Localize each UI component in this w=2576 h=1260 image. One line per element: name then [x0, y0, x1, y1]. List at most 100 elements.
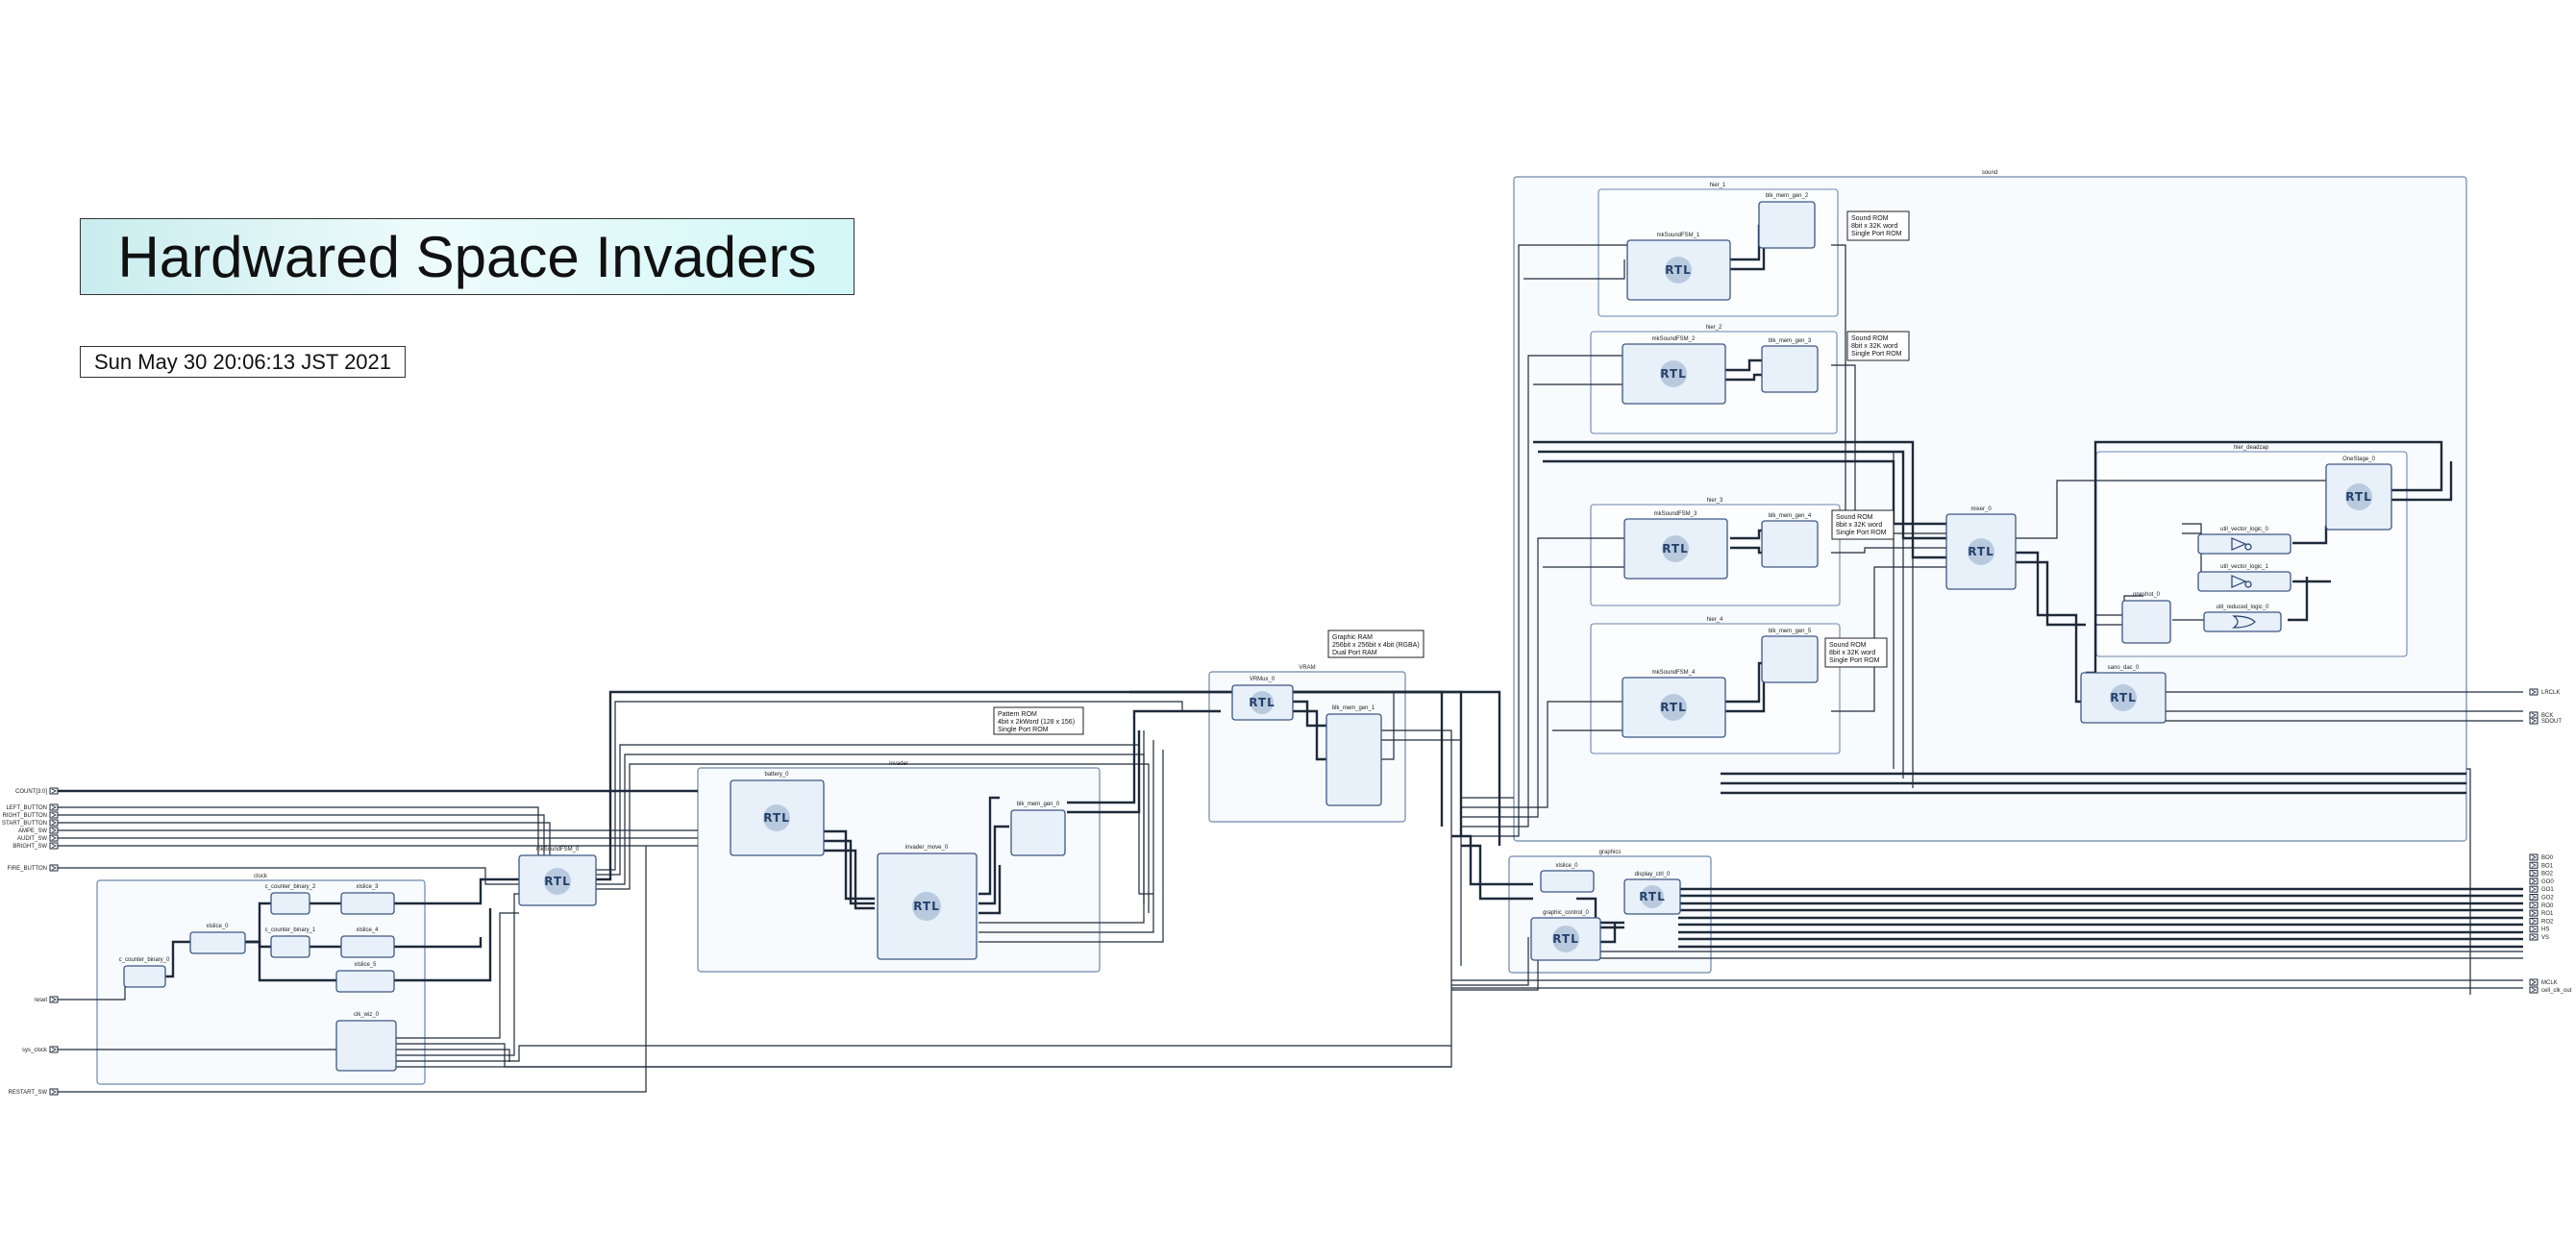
port-go0[interactable]: GO0 [2529, 877, 2554, 885]
port-label: GO0 [2541, 879, 2554, 885]
svg-text:8bit x 32K word: 8bit x 32K word [1829, 650, 1875, 656]
block-xlslice-4[interactable] [340, 935, 395, 958]
port-mclk[interactable]: MCLK [2529, 978, 2558, 986]
port-go2[interactable]: GO2 [2529, 894, 2554, 902]
port-vs[interactable]: VS [2529, 933, 2549, 941]
port-start-button[interactable]: START_BUTTON [2, 819, 59, 827]
block-battery-0-label: battery_0 [764, 772, 789, 778]
block-mksoundfsm-3-label: mkSoundFSM_3 [1654, 511, 1697, 517]
block-clk-wiz-0[interactable] [335, 1020, 397, 1072]
block-blk-mem-gen-0[interactable] [1010, 809, 1066, 856]
block-blk-mem-gen-5[interactable] [1761, 635, 1819, 683]
block-blk-mem-gen-3[interactable] [1761, 345, 1819, 393]
block-c-counter-binary-2-label: c_counter_binary_2 [265, 884, 316, 890]
port-reset[interactable]: reset [35, 996, 59, 1003]
port-label: AUDIT_SW [17, 836, 47, 842]
block-oneshot-0-label: oneshot_0 [2133, 592, 2161, 598]
port-ampe-sw[interactable]: AMPE_SW [18, 827, 59, 834]
svg-text:RTL: RTL [913, 900, 940, 913]
block-c-counter-binary-1[interactable] [270, 935, 310, 958]
port-label: BRIGHT_SW [12, 844, 47, 850]
port-label: cell_clk_out [2541, 988, 2572, 994]
block-invader-move-0-label: invader_move_0 [905, 845, 949, 851]
not-gate-icon-0 [2231, 537, 2252, 551]
port-bo0[interactable]: BO0 [2529, 853, 2554, 861]
port-label: RO2 [2541, 919, 2554, 925]
svg-text:RTL: RTL [1552, 932, 1579, 946]
svg-text:RTL: RTL [1665, 263, 1692, 277]
port-cell-clk-out[interactable]: cell_clk_out [2529, 986, 2572, 994]
block-clk-wiz-0-label: clk_wiz_0 [354, 1012, 380, 1018]
svg-text:Single Port ROM: Single Port ROM [998, 727, 1049, 733]
rtl-badge: RTL [763, 804, 790, 831]
or-gate-icon [2232, 615, 2256, 629]
block-xlslice-g[interactable] [1540, 870, 1595, 893]
port-label: GO2 [2541, 896, 2554, 902]
port-label: RO0 [2541, 903, 2554, 909]
rtl-badge: RTL [1639, 885, 1665, 908]
block-xlslice-3[interactable] [340, 892, 395, 915]
port-sdout[interactable]: SDOUT [2529, 717, 2562, 725]
block-onestage-0-label: OneStage_0 [2342, 457, 2375, 462]
svg-text:RTL: RTL [1660, 701, 1687, 714]
hier-1-label: hier_1 [1710, 183, 1726, 188]
port-label: sys_clock [22, 1048, 48, 1053]
block-blk-mem-gen-0-label: blk_mem_gen_0 [1017, 802, 1060, 807]
block-blk-mem-gen-4[interactable] [1761, 520, 1819, 568]
port-ro1[interactable]: RO1 [2529, 909, 2554, 917]
port-bo1[interactable]: BO1 [2529, 861, 2554, 869]
port-sys-clock[interactable]: sys_clock [22, 1046, 59, 1053]
svg-text:RTL: RTL [544, 875, 571, 888]
block-util-vector-logic-0-label: util_vector_logic_0 [2220, 527, 2268, 532]
block-mksoundfsm-0-label: mkSoundFSM_0 [536, 847, 580, 852]
svg-text:Sound ROM: Sound ROM [1836, 514, 1873, 521]
port-label: BO2 [2541, 872, 2554, 877]
block-vrmux-0-label: VRMux_0 [1250, 677, 1276, 682]
port-label: reset [35, 998, 48, 1003]
rtl-badge: RTL [544, 868, 571, 895]
block-blk-mem-gen-2[interactable] [1758, 201, 1816, 249]
port-lrclk[interactable]: LRCLK [2529, 688, 2560, 696]
svg-text:8bit x 32K word: 8bit x 32K word [1851, 223, 1897, 230]
block-c-counter-binary-0[interactable] [123, 965, 166, 988]
svg-text:8bit x 32K word: 8bit x 32K word [1851, 343, 1897, 350]
svg-text:RTL: RTL [763, 811, 790, 825]
svg-text:RTL: RTL [2345, 490, 2372, 504]
block-blk-mem-gen-1[interactable] [1325, 713, 1382, 806]
block-blk-mem-gen-3-label: blk_mem_gen_3 [1769, 338, 1812, 344]
block-xlslice-0[interactable] [189, 931, 246, 954]
notes: Pattern ROM 4bit x 2kWord (128 x 156) Si… [993, 210, 1910, 735]
block-xlslice-g-label: xlslice_0 [1555, 863, 1578, 869]
block-mksoundfsm-2-label: mkSoundFSM_2 [1652, 336, 1696, 342]
block-xlslice-4-label: xlslice_4 [356, 927, 379, 933]
svg-text:Single Port ROM: Single Port ROM [1851, 231, 1902, 237]
port-bright-sw[interactable]: BRIGHT_SW [12, 842, 59, 850]
port-bo2[interactable]: BO2 [2529, 870, 2554, 877]
port-ro0[interactable]: RO0 [2529, 902, 2554, 909]
port-label: LEFT_BUTTON [6, 805, 47, 811]
svg-text:RTL: RTL [1249, 696, 1276, 709]
block-c-counter-binary-2[interactable] [270, 892, 310, 915]
port-label: GO1 [2541, 887, 2554, 893]
note-graphic-ram: Graphic RAM 256bit x 256bit x 4bit (RGBA… [1327, 630, 1424, 658]
block-xlslice-5[interactable] [335, 970, 395, 993]
port-label: START_BUTTON [2, 821, 47, 827]
port-fire-button[interactable]: FIRE_BUTTON [7, 864, 59, 872]
port-go1[interactable]: GO1 [2529, 885, 2554, 893]
port-right-button[interactable]: RIGHT_BUTTON [2, 811, 59, 819]
port-audit-sw[interactable]: AUDIT_SW [17, 834, 59, 842]
port-hs[interactable]: HS [2529, 926, 2549, 933]
output-ports-bottom: MCLK cell_clk_out [2529, 978, 2572, 994]
block-oneshot-0[interactable] [2121, 600, 2171, 644]
hier-clock-label: clock [254, 874, 268, 879]
svg-text:256bit x 256bit x 4bit (RGBA): 256bit x 256bit x 4bit (RGBA) [1332, 642, 1420, 649]
rtl-badge: RTL [1249, 691, 1276, 714]
port-count-3-0[interactable]: COUNT[3:0] [15, 787, 59, 795]
port-left-button[interactable]: LEFT_BUTTON [6, 803, 59, 811]
block-c-counter-binary-1-label: c_counter_binary_1 [265, 927, 316, 933]
port-ro2[interactable]: RO2 [2529, 917, 2554, 925]
port-restart-sw[interactable]: RESTART_SW [9, 1088, 59, 1096]
